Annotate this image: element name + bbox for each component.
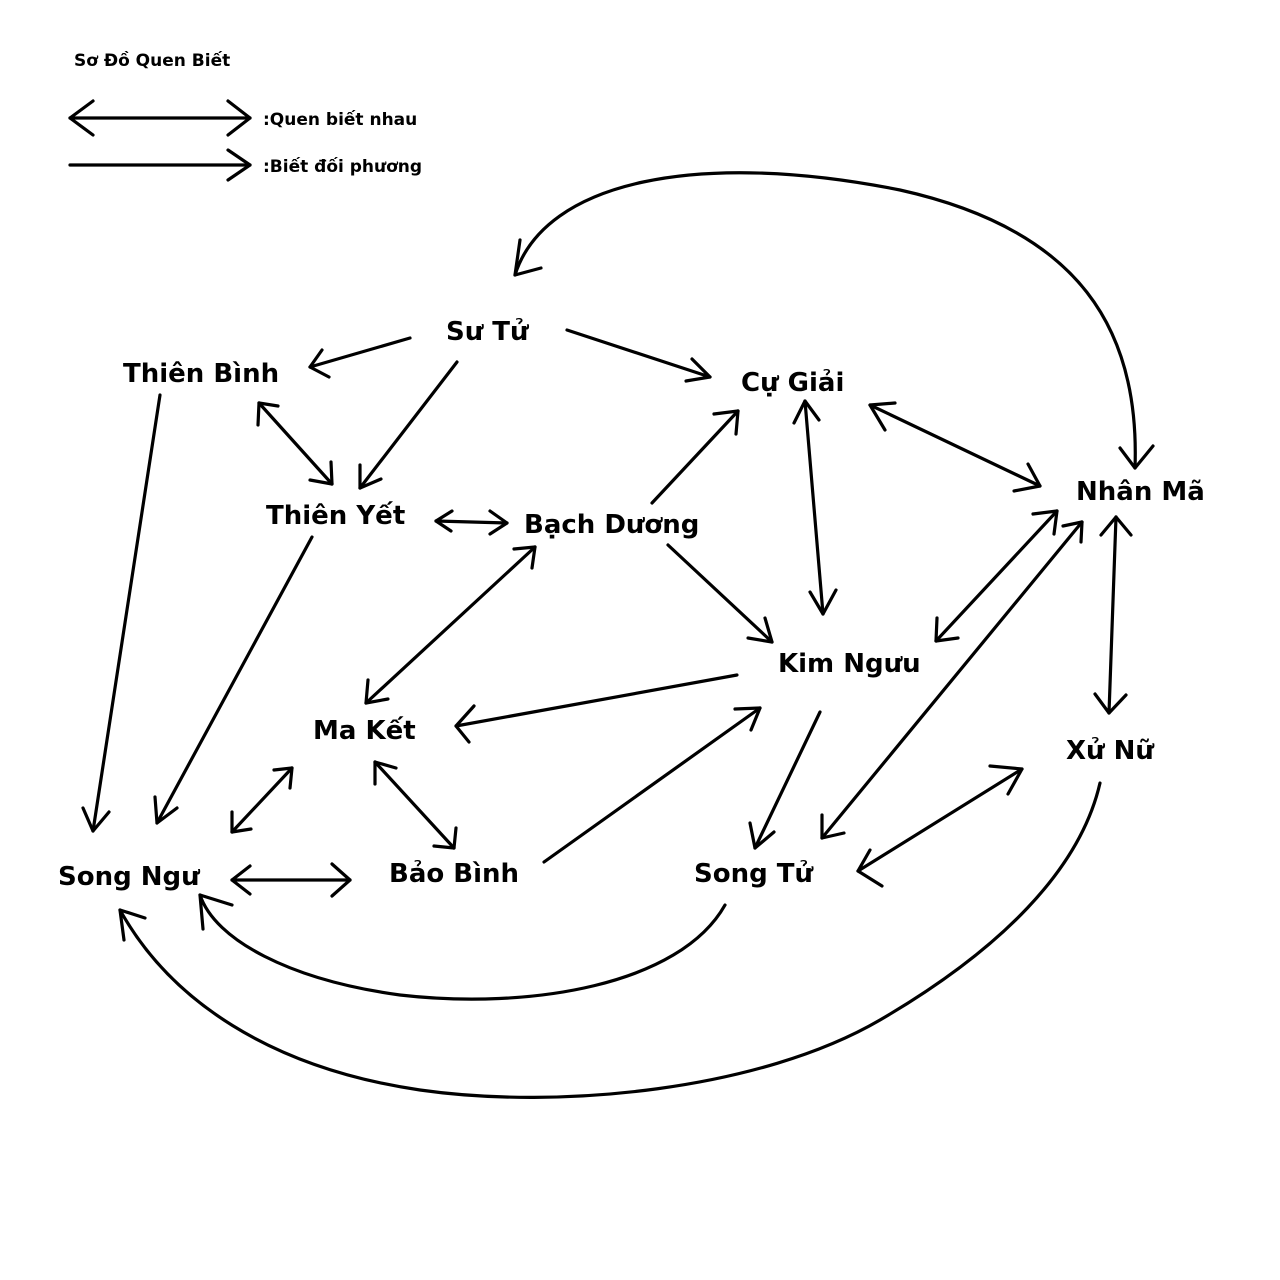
- node-thien-yet: Thiên Yết: [266, 500, 405, 531]
- node-cu-giai: Cự Giải: [741, 367, 844, 398]
- edge-nhanma-xunu: [1093, 515, 1133, 715]
- edge-bachduong-kimnguu: [666, 543, 774, 644]
- node-thien-binh: Thiên Bình: [123, 359, 279, 389]
- edge-songtu-songngu: [198, 893, 727, 1001]
- node-xu-nu: Xử Nữ: [1066, 735, 1155, 766]
- node-bach-duong: Bạch Dương: [524, 510, 699, 540]
- edge-nhanma-sutu: [513, 171, 1155, 470]
- legend-title: Sơ Đồ Quen Biết: [74, 50, 230, 71]
- edge-thienbinh-songngu: [81, 393, 162, 833]
- node-ma-ket: Ma Kết: [313, 715, 416, 746]
- node-song-tu: Song Tử: [694, 858, 814, 889]
- edge-sutu-thienbinh: [308, 336, 412, 379]
- edge-xunu-songngu: [118, 781, 1102, 1099]
- edge-bachduong-cugiai: [650, 409, 740, 505]
- edge-thienyet-bachduong: [434, 509, 509, 536]
- legend-mutual-arrow: [68, 99, 252, 137]
- node-kim-nguu: Kim Ngưu: [778, 649, 921, 679]
- node-bao-binh: Bảo Bình: [389, 858, 519, 889]
- edge-maket-baobinh: [373, 760, 458, 850]
- edge-thienyet-songngu: [153, 535, 314, 825]
- edge-maket-songngu: [230, 766, 294, 834]
- legend-oneway-arrow: [68, 148, 252, 182]
- edge-nhanma-kimnguu: [934, 509, 1059, 643]
- edge-bachduong-maket: [364, 545, 537, 705]
- edge-xunu-songtu: [856, 764, 1024, 888]
- node-song-ngu: Song Ngư: [58, 862, 201, 892]
- edge-baobinh-kimnguu: [542, 706, 762, 864]
- edge-kimnguu-songtu: [748, 710, 822, 850]
- edge-cugiai-nhanma: [868, 401, 1042, 493]
- edge-thienbinh-thienyet: [256, 401, 334, 486]
- edge-songngu-baobinh: [230, 862, 352, 898]
- node-nhan-ma: Nhân Mã: [1076, 477, 1205, 507]
- edge-kimnguu-maket: [454, 673, 739, 744]
- edge-nhanma-songtu: [820, 520, 1084, 840]
- legend: Sơ Đồ Quen Biết :Quen biết nhau :Biết đố…: [68, 50, 422, 182]
- edges: [81, 171, 1155, 1099]
- edge-cugiai-kimnguu: [792, 399, 838, 616]
- nodes: Sư Tử Thiên Bình Cự Giải Thiên Yết Bạch …: [58, 316, 1205, 892]
- edge-sutu-cugiai: [565, 328, 712, 383]
- legend-oneway-label: :Biết đối phương: [263, 156, 422, 177]
- node-su-tu: Sư Tử: [446, 316, 530, 347]
- legend-mutual-label: :Quen biết nhau: [263, 109, 417, 130]
- edge-sutu-thienyet: [358, 360, 459, 490]
